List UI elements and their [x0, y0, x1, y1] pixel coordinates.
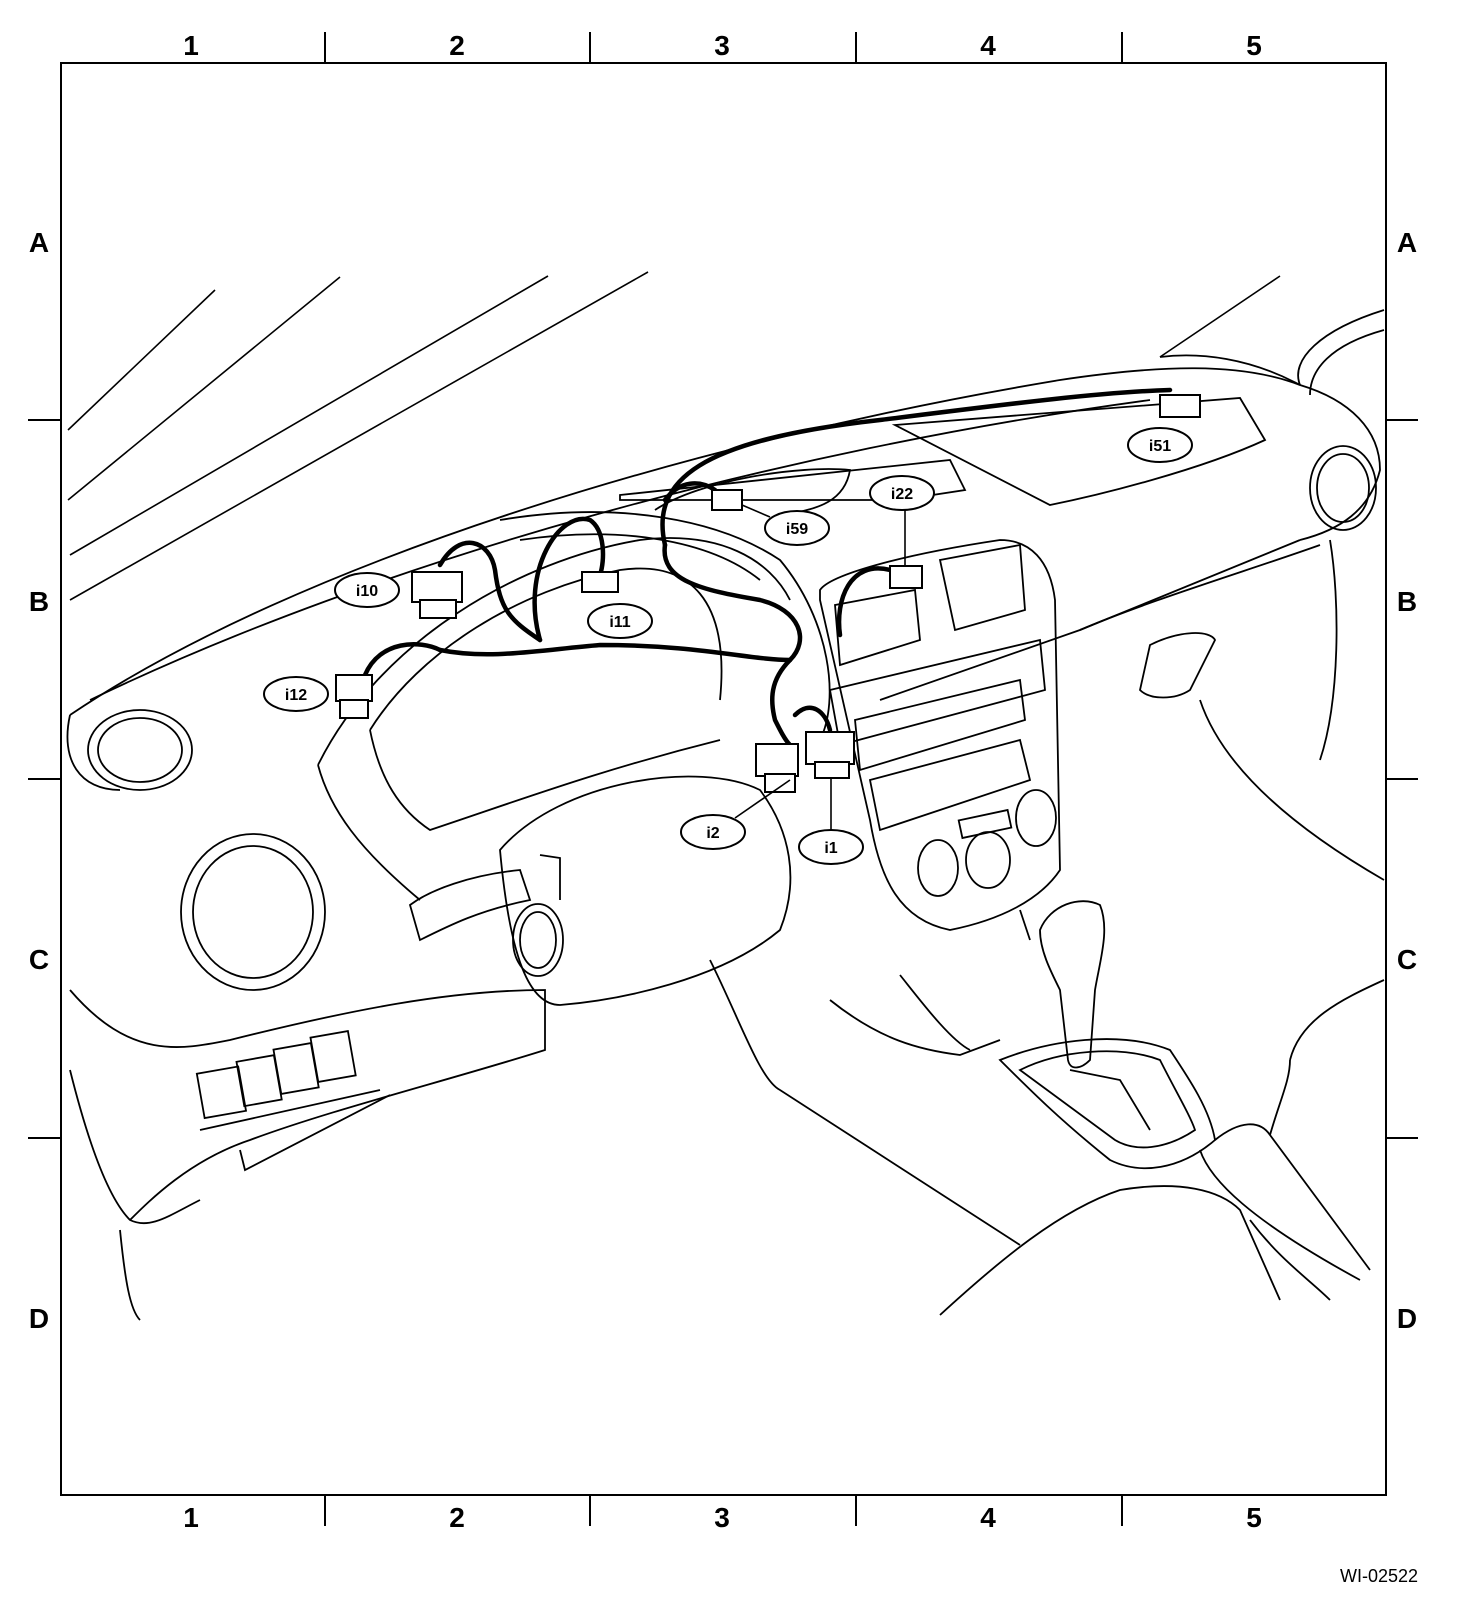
callout-i1-oval	[798, 829, 864, 865]
callout-i2-oval	[680, 814, 746, 850]
column-label-bottom-1: 1	[183, 1502, 199, 1533]
column-label-top-5: 5	[1246, 30, 1262, 61]
column-label-top-3: 3	[714, 30, 730, 61]
column-label-top-1: 1	[183, 30, 199, 61]
column-label-bottom-2: 2	[449, 1502, 465, 1533]
callout-i22-label: i22	[891, 486, 913, 503]
callout-i10-oval	[334, 572, 400, 608]
callouts	[263, 427, 1193, 865]
callout-i22-oval	[869, 475, 935, 511]
column-label-bottom-3: 3	[714, 1502, 730, 1533]
row-label-right-A: A	[1396, 227, 1418, 258]
callout-i2-label: i2	[706, 825, 719, 842]
row-label-right-C: C	[1396, 944, 1418, 975]
grid-ticks	[28, 32, 1418, 1526]
callout-i12-label: i12	[285, 687, 307, 704]
callout-i11-label: i11	[609, 614, 630, 631]
row-label-left-B: B	[28, 586, 50, 617]
row-label-left-A: A	[28, 227, 50, 258]
row-label-right-D: D	[1396, 1303, 1418, 1334]
leader-lines	[734, 504, 906, 830]
column-label-top-4: 4	[980, 30, 996, 61]
connector-i11-shape	[581, 571, 619, 593]
connector-i2-shape	[755, 743, 799, 777]
windshield-lines	[67, 271, 1281, 601]
column-label-top-2: 2	[449, 30, 465, 61]
connector-i10-shape	[411, 571, 463, 603]
row-label-left-D: D	[28, 1303, 50, 1334]
connector-shapes	[335, 394, 1201, 793]
callout-i59-oval	[764, 510, 830, 546]
callout-i51-label: i51	[1149, 438, 1171, 455]
figure-code: WI-02522	[1339, 1566, 1418, 1586]
connector-i22-shape	[889, 565, 923, 589]
row-label-left-C: C	[28, 944, 50, 975]
connector-i1-shape	[805, 731, 855, 765]
callout-i11-oval	[587, 603, 653, 639]
connector-i51-shape	[1159, 394, 1201, 418]
dashboard-outline	[66, 309, 1385, 1321]
callout-i59-label: i59	[786, 521, 808, 538]
callout-i1-label: i1	[824, 840, 837, 857]
callout-i12-oval	[263, 676, 329, 712]
connector-i12-shape	[335, 674, 373, 702]
connector-i59-shape	[711, 489, 743, 511]
column-label-bottom-4: 4	[980, 1502, 996, 1533]
wiring-harness	[362, 387, 1173, 748]
callout-i10-label: i10	[356, 583, 378, 600]
callout-i51-oval	[1127, 427, 1193, 463]
diagram-frame	[60, 62, 1387, 1496]
column-label-bottom-5: 5	[1246, 1502, 1262, 1533]
row-label-right-B: B	[1396, 586, 1418, 617]
